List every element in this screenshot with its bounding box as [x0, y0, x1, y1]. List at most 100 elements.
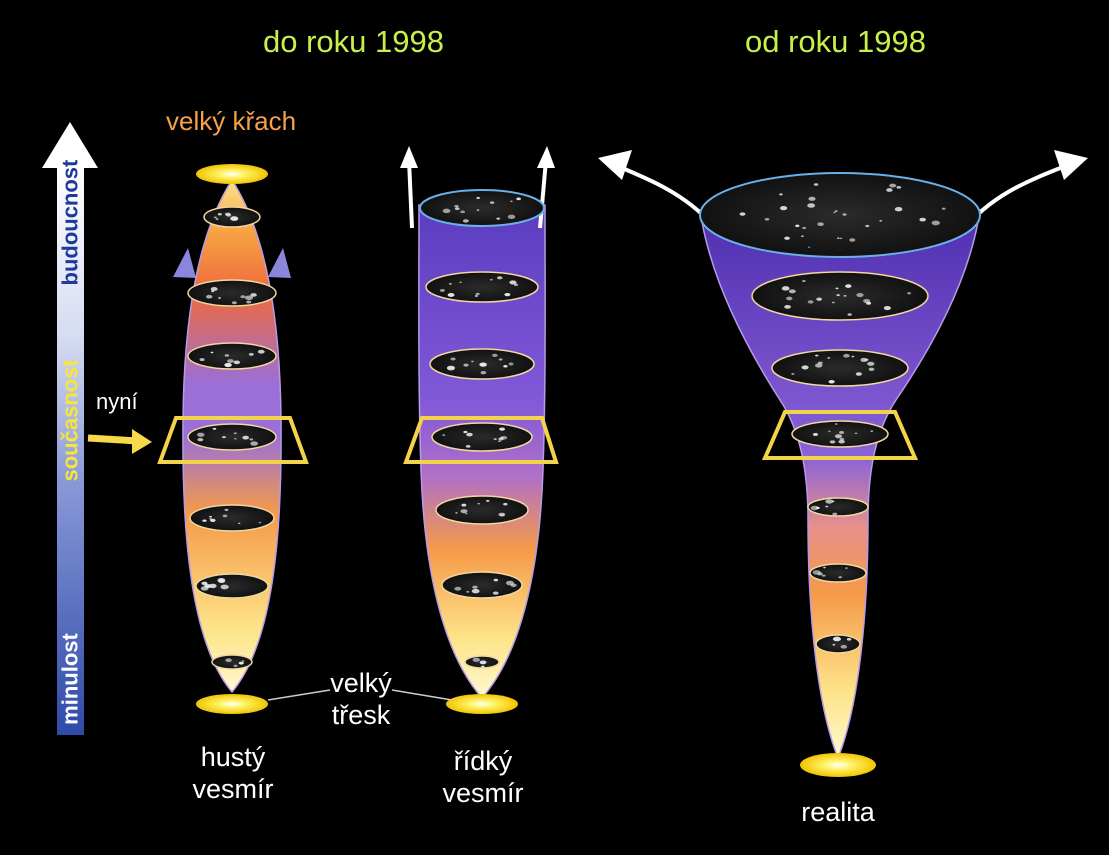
galaxy-dot — [472, 657, 480, 662]
expansion-arrow-left-icon — [400, 146, 418, 168]
time-axis-gradient — [57, 165, 84, 735]
galaxy-dot — [802, 279, 806, 283]
galaxy-dot — [474, 295, 478, 297]
galaxy-dot — [202, 519, 207, 522]
galaxy-dot — [471, 360, 474, 363]
galaxy-dot — [836, 237, 840, 239]
galaxy-dot — [919, 217, 926, 222]
galaxy-dot — [507, 214, 516, 219]
galaxy-dot — [244, 295, 254, 301]
dense-universe-label: hustý vesmír — [180, 742, 286, 806]
galaxy-disk — [187, 423, 277, 451]
galaxy-dot — [233, 360, 241, 365]
galaxy-dot — [807, 203, 816, 208]
galaxy-dot — [835, 423, 838, 425]
galaxy-dot — [209, 515, 213, 518]
galaxy-dot — [821, 574, 826, 577]
galaxy-dot — [823, 566, 826, 569]
galaxy-dot — [832, 512, 838, 516]
expansion-arrow-left-icon — [173, 248, 196, 278]
galaxy-dot — [784, 304, 791, 309]
galaxy-dot — [807, 300, 814, 304]
galaxy-dot — [865, 224, 870, 228]
galaxy-dot — [479, 660, 487, 665]
galaxy-dot — [509, 280, 517, 285]
galaxy-dot — [448, 283, 452, 285]
galaxy-disk — [807, 497, 869, 517]
galaxy-dot — [212, 427, 217, 430]
galaxy-dot — [220, 584, 229, 590]
galaxy-dot — [883, 305, 891, 311]
axis-past-label: minulost — [57, 633, 83, 725]
galaxy-dot — [845, 284, 852, 288]
galaxy-dot — [510, 583, 517, 587]
galaxy-dot — [739, 212, 746, 216]
galaxy-dot — [838, 430, 845, 434]
galaxy-dot — [764, 217, 770, 221]
galaxy-dot — [840, 644, 848, 649]
galaxy-dot — [838, 439, 845, 444]
axis-future-label: budoucnost — [57, 159, 83, 286]
dense-universe-label-line1: hustý — [200, 742, 266, 772]
expansion-arrow-right-icon — [268, 248, 291, 278]
galaxy-dot — [833, 211, 836, 214]
galaxy-dot — [801, 235, 804, 237]
galaxy-disk — [425, 271, 539, 303]
galaxy-dot — [250, 293, 257, 297]
galaxy-dot — [870, 430, 874, 433]
galaxy-dot — [246, 300, 252, 304]
galaxy-disk — [211, 654, 253, 670]
galaxy-disk — [419, 189, 545, 227]
galaxy-dot — [466, 432, 473, 437]
galaxy-dot — [442, 434, 446, 436]
present-frame — [157, 416, 309, 464]
galaxy-dot — [233, 664, 238, 668]
galaxy-dot — [838, 576, 842, 579]
galaxy-disk — [187, 342, 277, 370]
sparse-universe-label: řídký vesmír — [430, 746, 536, 810]
galaxy-dot — [868, 367, 875, 371]
galaxy-dot — [828, 379, 835, 384]
galaxy-dot — [463, 363, 469, 367]
galaxy-dot — [455, 512, 458, 514]
galaxy-dot — [498, 358, 503, 361]
galaxy-dot — [879, 219, 883, 222]
galaxy-dot — [808, 196, 816, 201]
galaxy-dot — [829, 440, 836, 444]
galaxy-dot — [498, 512, 506, 517]
galaxy-dot — [466, 591, 470, 593]
galaxy-dot — [480, 665, 485, 668]
galaxy-dot — [779, 206, 788, 211]
galaxy-dot — [847, 313, 852, 316]
galaxy-dot — [210, 518, 216, 522]
galaxy-dot — [442, 208, 451, 214]
galaxy-dot — [224, 354, 229, 357]
galaxy-dot — [807, 246, 811, 248]
galaxy-dot — [896, 185, 902, 189]
galaxy-dot — [866, 301, 872, 305]
galaxy-dot — [802, 226, 807, 230]
galaxy-dot — [238, 661, 244, 665]
galaxy-dot — [450, 357, 456, 361]
galaxy-disk — [791, 420, 889, 448]
galaxy-disk — [699, 172, 981, 258]
galaxy-dot — [218, 579, 226, 584]
galaxy-dot — [886, 188, 893, 192]
galaxy-dot — [224, 508, 229, 511]
galaxy-dot — [199, 358, 205, 362]
time-axis — [42, 122, 98, 735]
galaxy-dot — [784, 236, 790, 240]
big-crunch-label: velký křach — [166, 106, 297, 136]
galaxy-dot — [849, 238, 856, 242]
galaxy-dot — [815, 354, 819, 357]
galaxy-dot — [836, 294, 840, 297]
galaxy-dot — [476, 209, 480, 211]
galaxy-dot — [788, 289, 796, 294]
galaxy-dot — [471, 588, 480, 594]
galaxy-dot — [197, 432, 205, 437]
galaxy-dot — [439, 289, 445, 292]
galaxy-dot — [817, 222, 824, 227]
galaxy-dot — [250, 441, 259, 446]
galaxy-dot — [781, 286, 790, 291]
expansion-arrow-right-icon — [537, 146, 555, 168]
